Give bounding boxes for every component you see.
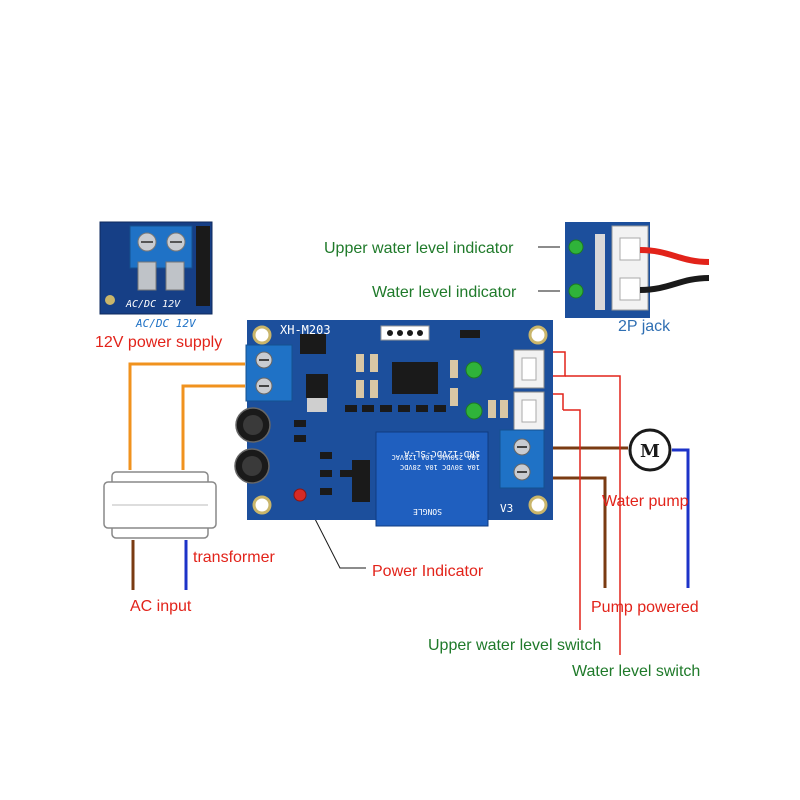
relay-model-label: SRD-12VDC-SL-A [404, 448, 480, 458]
mounting-hole [252, 325, 272, 345]
pump-motor: M [628, 428, 672, 472]
wire-pump-powered [545, 476, 607, 588]
motor-icon [628, 428, 672, 472]
wire-pump-return [672, 448, 690, 588]
regulator-chip [300, 334, 326, 354]
jack-inset: 2P jack [565, 222, 710, 335]
inset-pin-left [137, 261, 157, 291]
transistor-package [306, 374, 328, 398]
resistor-array [356, 354, 508, 418]
mounting-hole [528, 325, 548, 345]
jack-inset-background [650, 222, 709, 318]
relay-spec-line-2: 10A 30VDC 10A 28VDC [400, 463, 480, 471]
jack-resistor-strip [595, 234, 605, 310]
label-upper-water-level-switch: Upper water level switch [428, 637, 601, 654]
inset-voltage-caption: AC/DC 12V [135, 317, 197, 330]
label-power-indicator: Power Indicator [372, 563, 484, 580]
level-led-inset [568, 283, 584, 299]
motor-symbol: M [640, 441, 660, 462]
label-water-pump: Water pump [602, 493, 689, 510]
wire-supply-positive [128, 362, 245, 470]
jack-wire-red [639, 247, 710, 265]
label-transformer: transformer [193, 549, 275, 566]
main-ic [392, 362, 438, 394]
transformer [103, 471, 217, 539]
inset-ic-edge [196, 226, 210, 306]
label-ac-input: AC input [130, 598, 192, 615]
relay [375, 431, 489, 527]
relay-board: XH-M203 [234, 320, 553, 527]
board-version-label: V3 [500, 502, 513, 515]
mounting-hole [528, 495, 548, 515]
jack-wire-black [639, 275, 710, 293]
label-12v-power-supply: 12V power supply [95, 334, 222, 351]
inset-pin-right [165, 261, 185, 291]
label-water-level-indicator: Water level indicator [372, 284, 517, 301]
wire-upper-switch [563, 409, 581, 630]
mounting-hole [252, 495, 272, 515]
upper-level-led [465, 361, 483, 379]
power-indicator-led [293, 488, 307, 502]
inset-via [105, 295, 115, 305]
smd-components [294, 330, 480, 495]
relay-spec-line-1: 10A 250VAC 10A 125VAC [391, 453, 480, 461]
upper-level-led-inset [568, 239, 584, 255]
leader-power-indicator [312, 514, 366, 569]
label-water-level-switch: Water level switch [572, 663, 700, 680]
programming-header [380, 325, 430, 341]
jack-label: 2P jack [618, 318, 671, 335]
inset-voltage-label: AC/DC 12V [125, 299, 181, 310]
label-upper-water-level-indicator: Upper water level indicator [324, 240, 514, 257]
wire-supply-negative [181, 384, 245, 470]
board-model-label: XH-M203 [280, 323, 331, 337]
diode [352, 460, 370, 502]
transistor-tab [307, 398, 327, 412]
level-led [465, 402, 483, 420]
power-terminal-inset: AC/DC 12V AC/DC 12V [99, 221, 213, 330]
relay-brand-label: SONGLE [413, 507, 442, 516]
label-pump-powered: Pump powered [591, 599, 699, 616]
wire-level-bracket [548, 351, 566, 377]
wire-level-switch [565, 375, 621, 655]
